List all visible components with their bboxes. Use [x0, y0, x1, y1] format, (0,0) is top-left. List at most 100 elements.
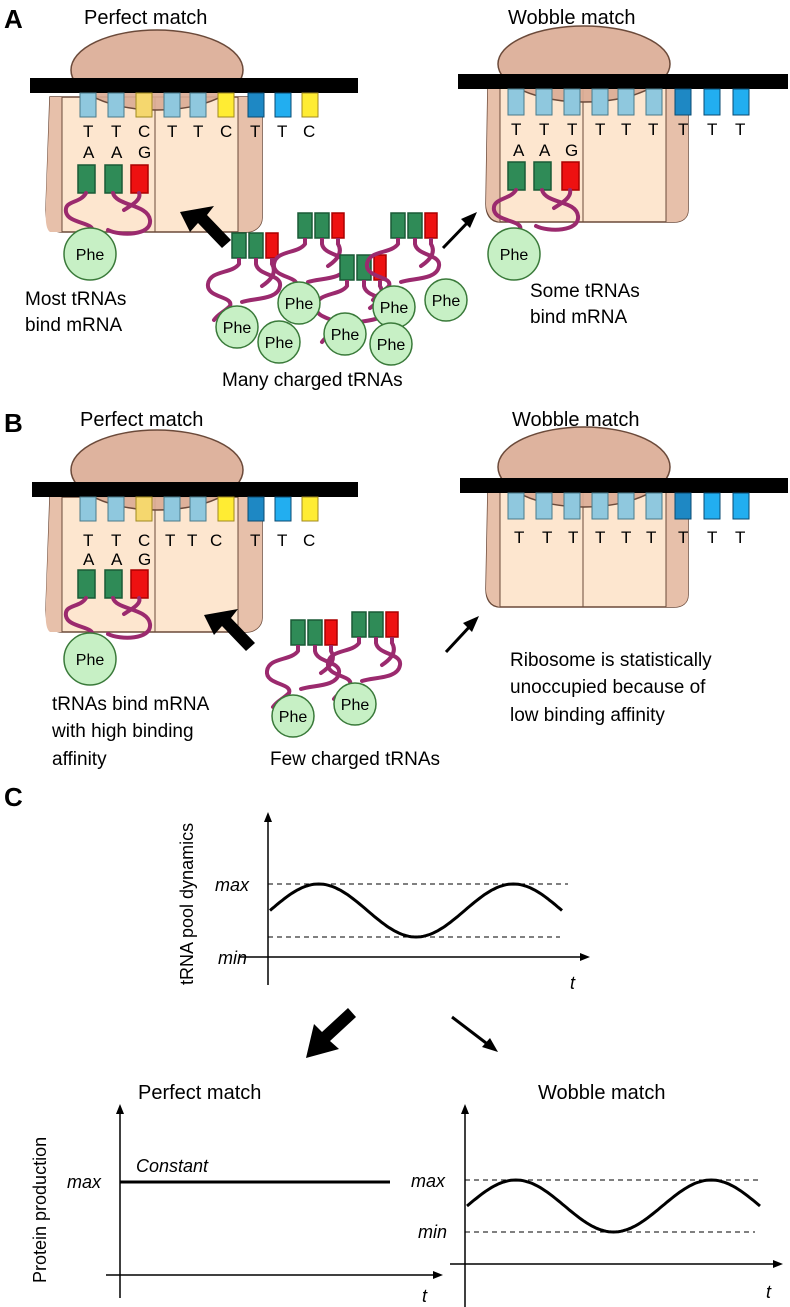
panel-b-left-title: Perfect match [80, 409, 203, 431]
svg-text:T: T [514, 528, 524, 547]
svg-text:C: C [220, 122, 232, 141]
svg-text:C: C [138, 531, 150, 550]
svg-text:low binding affinity: low binding affinity [510, 705, 665, 726]
codon-blocks-b-right [507, 492, 750, 520]
arrow-c-large [306, 1008, 356, 1058]
svg-text:T: T [621, 528, 631, 547]
svg-text:T: T [277, 122, 287, 141]
svg-text:Phe: Phe [500, 247, 529, 264]
max-label-top: max [215, 875, 250, 895]
svg-text:Phe: Phe [432, 293, 461, 310]
svg-text:Ribosome is statistically: Ribosome is statistically [510, 650, 712, 671]
svg-text:bind mRNA: bind mRNA [530, 307, 627, 328]
svg-text:T: T [542, 528, 552, 547]
phe-free-a-2: Phe [257, 320, 301, 364]
panel-letter-c: C [4, 782, 23, 812]
svg-text:T: T [595, 120, 605, 139]
svg-text:T: T [567, 120, 577, 139]
svg-text:Phe: Phe [341, 697, 370, 714]
min-label-top: min [218, 948, 247, 968]
svg-text:T: T [111, 122, 121, 141]
y-label-bottom: Protein production [30, 1137, 50, 1283]
panel-a-left-title: Perfect match [84, 7, 207, 29]
svg-text:G: G [565, 141, 578, 160]
svg-text:Phe: Phe [331, 327, 360, 344]
svg-text:T: T [595, 528, 605, 547]
t-label-perfect: t [422, 1286, 428, 1306]
panel-c: C max min t tRNA pool dynamics Perfect m… [4, 782, 783, 1307]
phe-free-a-4: Phe [323, 312, 367, 356]
chart-wobble-title: Wobble match [538, 1082, 665, 1104]
phe-amino-acid-a-right: Phe [487, 227, 541, 281]
phe-free-a-1: Phe [215, 305, 259, 349]
anticodon-letters-b-left: A A G [83, 550, 151, 569]
chart-perfect-title: Perfect match [138, 1082, 261, 1104]
svg-text:T: T [735, 528, 745, 547]
svg-text:T: T [277, 531, 287, 550]
chart-perfect-match: Perfect match Constant max t Protein pro… [30, 1082, 443, 1306]
svg-text:T: T [111, 531, 121, 550]
svg-text:unoccupied because of: unoccupied because of [510, 677, 706, 698]
min-label-wobble: min [418, 1222, 447, 1242]
codon-blocks-a-left [79, 92, 319, 118]
svg-text:C: C [138, 122, 150, 141]
svg-text:T: T [187, 531, 197, 550]
svg-text:A: A [83, 550, 95, 569]
arrow-a-large [180, 206, 231, 248]
svg-text:Phe: Phe [285, 296, 314, 313]
max-label-perfect: max [67, 1172, 102, 1192]
codon-letters-b-right: T T T T T T T T T [514, 528, 745, 547]
series-line-top [269, 882, 563, 939]
svg-text:T: T [193, 122, 203, 141]
svg-text:Phe: Phe [377, 337, 406, 354]
panel-letter-a: A [4, 4, 23, 34]
svg-text:G: G [138, 550, 151, 569]
svg-text:C: C [303, 122, 315, 141]
panel-b: B Perfect match Wobble match T T [4, 408, 788, 770]
codon-letters-a-right: T T T T T T T T T [511, 120, 745, 139]
svg-text:T: T [568, 528, 578, 547]
mrna-strand-a-left [30, 78, 358, 93]
svg-text:A: A [111, 143, 123, 162]
svg-text:T: T [707, 528, 717, 547]
codon-letters-a-left: T T C T T C T T C [83, 122, 315, 141]
codon-blocks-a-right [507, 88, 750, 116]
svg-text:T: T [83, 122, 93, 141]
chart-trna-pool: max min t tRNA pool dynamics [177, 812, 590, 993]
constant-label: Constant [136, 1156, 209, 1176]
panel-b-right-caption: Ribosome is statistically unoccupied bec… [510, 650, 712, 726]
bound-trna-a-right [491, 161, 580, 232]
svg-text:T: T [646, 528, 656, 547]
phe-free-a-5: Phe [372, 285, 416, 329]
panel-b-left-caption: tRNAs bind mRNA with high binding affini… [51, 694, 210, 770]
phe-amino-acid-b-left: Phe [63, 632, 117, 686]
svg-text:C: C [210, 531, 222, 550]
t-label-top: t [570, 973, 576, 993]
svg-text:Phe: Phe [279, 709, 308, 726]
series-line-wobble [466, 1178, 761, 1234]
svg-text:A: A [111, 550, 123, 569]
t-label-wobble: t [766, 1282, 772, 1302]
y-label-top: tRNA pool dynamics [177, 823, 197, 985]
svg-text:T: T [621, 120, 631, 139]
panel-a-right-caption: Some tRNAs bind mRNA [530, 281, 640, 328]
svg-text:T: T [539, 120, 549, 139]
bound-trna-a-left [63, 164, 152, 236]
svg-text:C: C [303, 531, 315, 550]
panel-a-center-caption: Many charged tRNAs [222, 370, 403, 391]
arrow-b-small [444, 616, 479, 654]
svg-text:with high binding: with high binding [51, 721, 194, 742]
phe-amino-acid-a-left: Phe [63, 227, 117, 281]
svg-text:Most tRNAs: Most tRNAs [25, 289, 126, 310]
arrow-a-small [441, 212, 477, 250]
svg-text:T: T [511, 120, 521, 139]
phe-free-b-1: Phe [271, 694, 315, 738]
phe-free-a-7: Phe [424, 278, 468, 322]
panel-a: A Perfect match Wobble match T T [4, 4, 788, 391]
svg-text:A: A [513, 141, 525, 160]
panel-letter-b: B [4, 408, 23, 438]
svg-text:Phe: Phe [76, 247, 105, 264]
panel-b-right-title: Wobble match [512, 409, 639, 431]
svg-text:Phe: Phe [265, 335, 294, 352]
